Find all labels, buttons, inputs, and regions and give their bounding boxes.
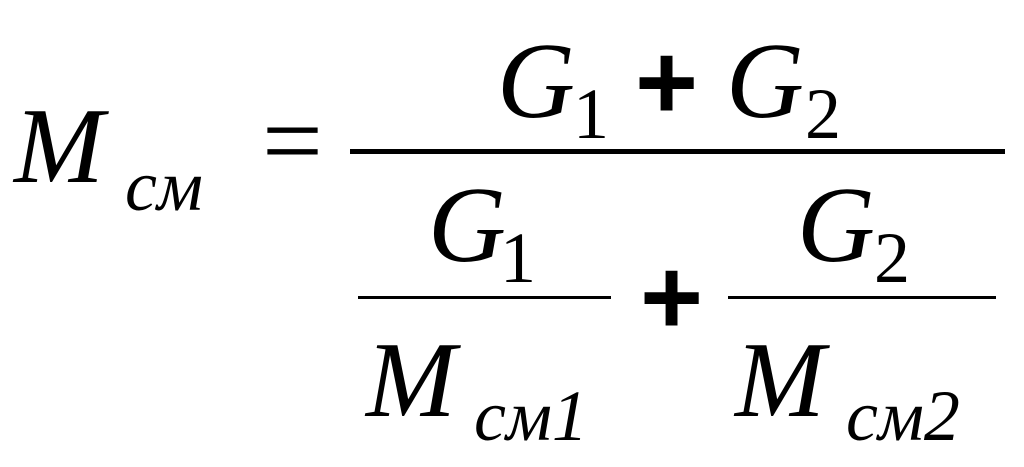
equals-sign: = [262,82,323,201]
right-fraction-numerator-subscript: 2 [874,218,910,298]
lhs-symbol: M [14,87,104,206]
numerator-term2-subscript: 2 [805,74,841,154]
left-fraction-numerator-symbol: G [428,166,506,285]
right-fraction-bar [728,296,996,299]
main-fraction-bar [350,149,1005,154]
left-fraction-bar [358,296,611,299]
numerator-term1-subscript: 1 [573,74,609,154]
numerator-term1-symbol: G [497,22,575,141]
left-fraction-denominator-symbol: M [366,321,456,440]
right-fraction-denominator-symbol: M [735,321,825,440]
numerator-term2-symbol: G [726,22,804,141]
left-fraction-numerator-subscript: 1 [500,218,536,298]
lhs-subscript: см [125,146,203,226]
right-fraction-denominator-subscript: см2 [846,376,960,456]
numerator-plus-sign: + [635,21,699,142]
left-fraction-denominator-subscript: см1 [474,376,588,456]
right-fraction-numerator-symbol: G [797,166,875,285]
denominator-plus-sign: + [640,236,704,357]
